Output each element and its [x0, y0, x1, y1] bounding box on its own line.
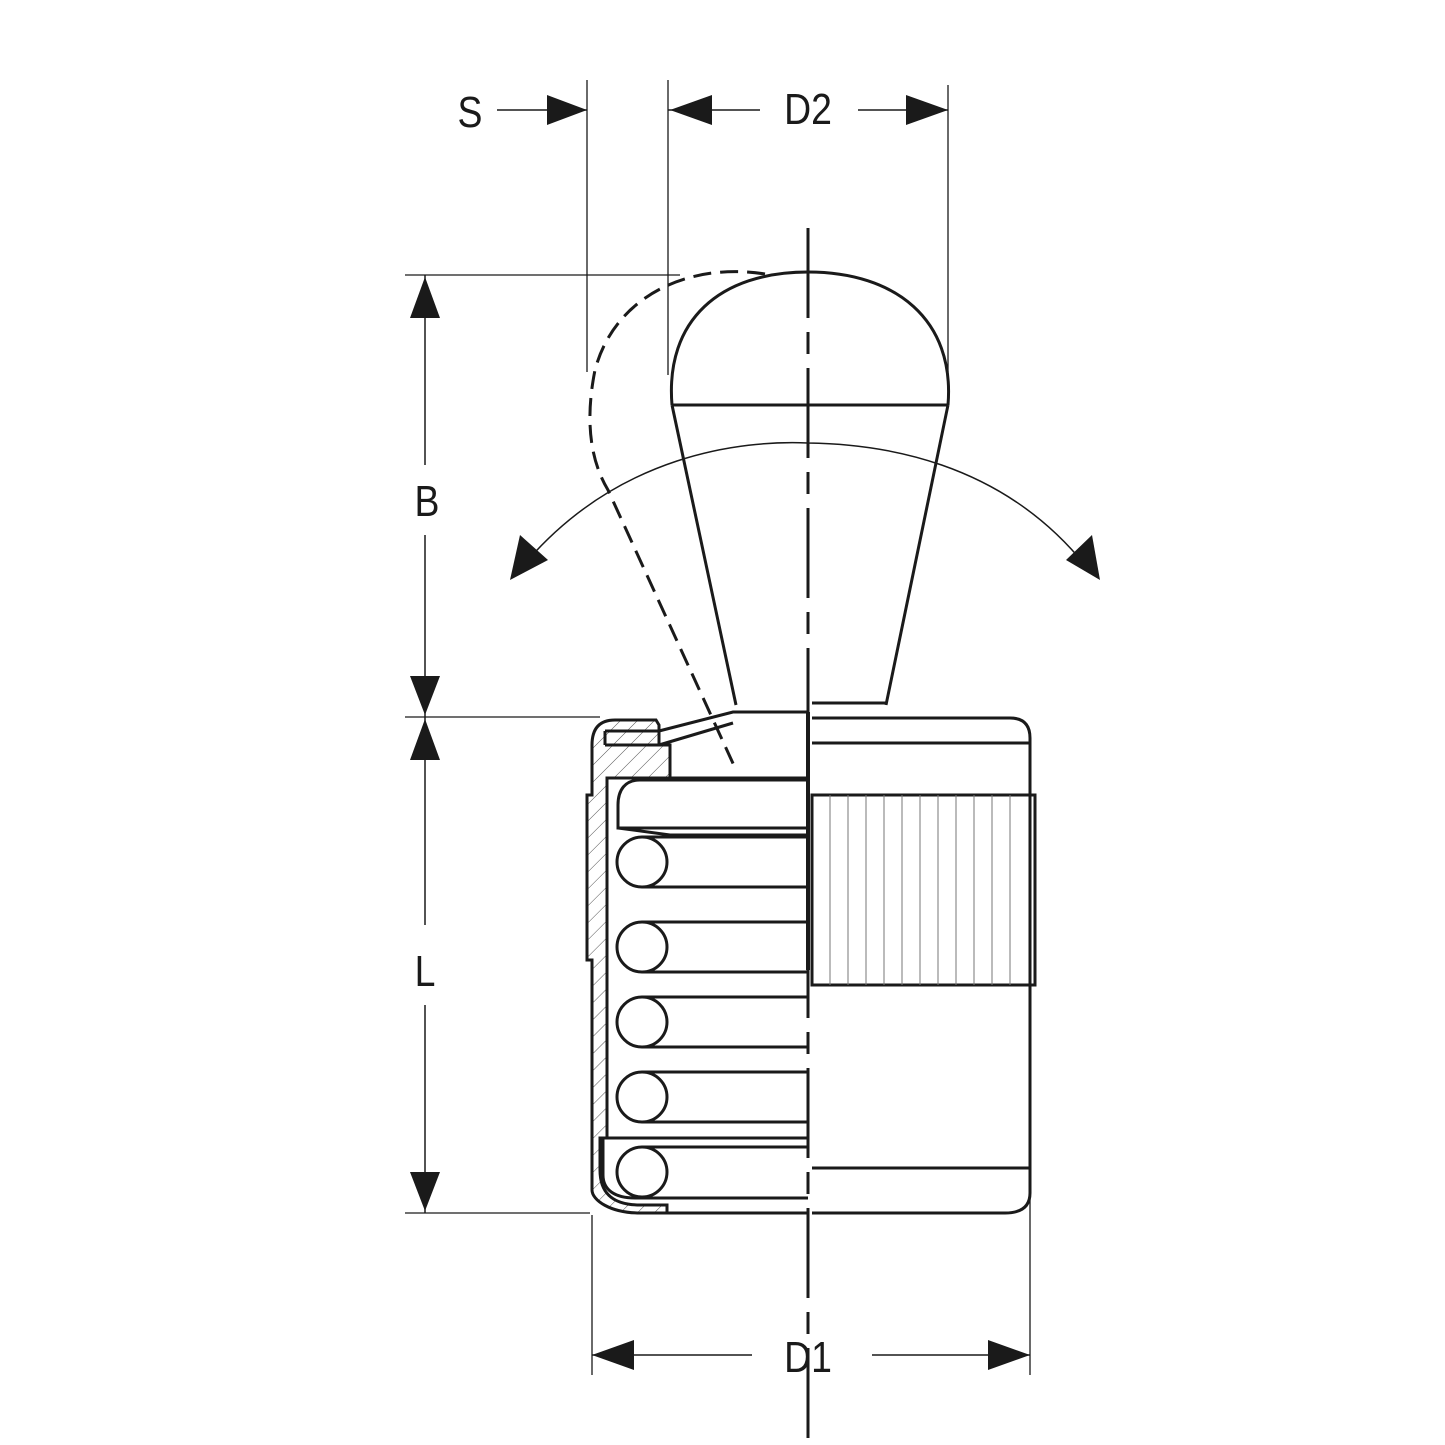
- label-b: B: [414, 477, 440, 526]
- swing-arc: [510, 441, 1100, 580]
- label-d1: D1: [784, 1333, 832, 1382]
- label-d2: D2: [784, 85, 832, 134]
- housing-exterior: [810, 716, 1037, 1215]
- knob: [669, 270, 951, 706]
- dimension-d1: [591, 1185, 1031, 1375]
- housing-section: [585, 710, 810, 1215]
- label-l: L: [414, 947, 436, 996]
- label-s: S: [457, 88, 483, 137]
- dimension-b-l: [405, 274, 680, 1214]
- tilted-knob-outline: [588, 270, 766, 771]
- dimension-s-d2: [497, 80, 949, 375]
